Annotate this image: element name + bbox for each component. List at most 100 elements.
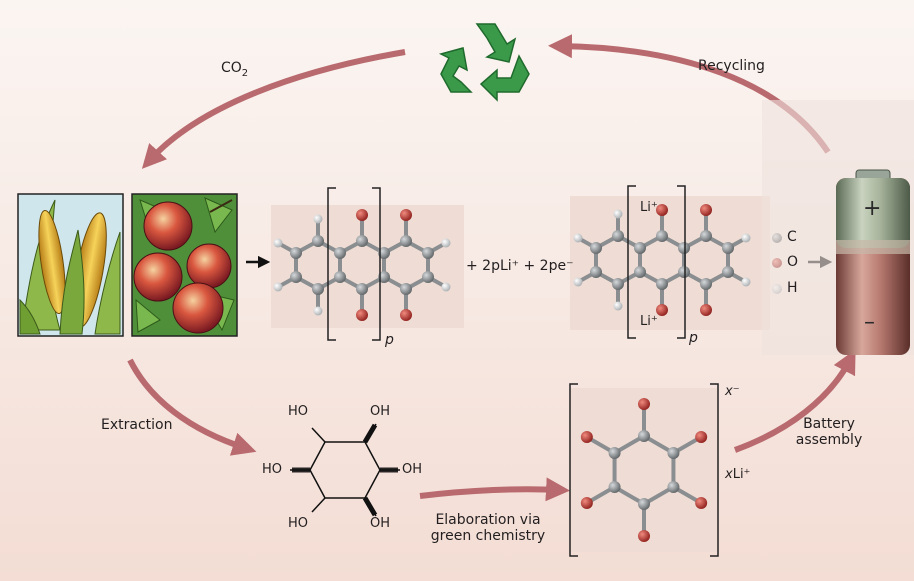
quinone-carbon-atom xyxy=(356,235,368,247)
co2-label: CO2 xyxy=(221,60,248,79)
quinone-oxygen-atom xyxy=(400,309,412,321)
inositol-oh-bottom-right: OH xyxy=(370,516,391,531)
xli-label: xLi⁺ xyxy=(725,467,751,482)
li-bottom-label: Li⁺ xyxy=(640,314,658,329)
elaboration-label: Elaboration via green chemistry xyxy=(423,512,553,544)
bracket-right-3 xyxy=(710,383,719,557)
quinone-carbon-atom xyxy=(378,247,390,259)
bracket-left-3 xyxy=(569,383,578,557)
battery-line-1: Battery xyxy=(803,416,855,432)
apple-image xyxy=(131,193,238,337)
battery-minus: – xyxy=(864,310,875,335)
battery-plus: + xyxy=(863,196,882,221)
oxocarbon-oxygen-atom xyxy=(638,530,650,542)
inositol-oh-top-right: OH xyxy=(370,404,391,419)
extraction-arrow xyxy=(127,358,257,456)
quinone-hydrogen-atom xyxy=(441,282,451,292)
lithiated-carbon-atom xyxy=(590,266,602,278)
lithiated-hydrogen-atom xyxy=(613,301,623,311)
oxocarbon-carbon-atom xyxy=(608,447,621,459)
bracket-right xyxy=(372,187,381,341)
bracket-left xyxy=(327,187,336,341)
lithiated-carbon-atom xyxy=(678,242,690,254)
lithiated-carbon-atom xyxy=(634,242,646,254)
inositol-molecule xyxy=(290,423,400,517)
quinone-carbon-atom xyxy=(422,271,434,283)
quinone-oxygen-atom xyxy=(400,209,412,221)
quinone-carbon-atom xyxy=(378,271,390,283)
inositol-ho-bottom-left: HO xyxy=(288,516,309,531)
charge-x-label: x⁻ xyxy=(725,384,740,399)
extraction-label: Extraction xyxy=(101,417,173,433)
quinone-carbon-atom xyxy=(290,271,302,283)
repeat-p-right: p xyxy=(689,330,698,346)
quinone-hydrogen-atom xyxy=(273,238,283,248)
reaction-label: + 2pLi⁺ + 2pe⁻ xyxy=(466,258,574,274)
oxocarbon-carbon-atom xyxy=(667,447,680,459)
legend-hydrogen: H xyxy=(787,280,798,296)
quinone-hydrogen-atom xyxy=(313,306,323,316)
co2-text: CO xyxy=(221,60,242,76)
corn-image xyxy=(17,193,124,337)
inositol-ho-left: HO xyxy=(262,462,283,477)
lithiated-hydrogen-atom xyxy=(573,277,583,287)
quinone-carbon-atom xyxy=(290,247,302,259)
battery-line-2: assembly xyxy=(795,432,863,448)
inositol-ho-top-left: HO xyxy=(288,404,309,419)
li-top-label: Li⁺ xyxy=(640,200,658,215)
quinone-hydrogen-atom xyxy=(273,282,283,292)
bracket-left-2 xyxy=(627,185,636,339)
lithiated-molecule-panel xyxy=(570,196,770,330)
lithiated-carbon-atom xyxy=(656,230,668,242)
quinone-oxygen-atom xyxy=(356,309,368,321)
lithiated-hydrogen-atom xyxy=(741,233,751,243)
oxocarbon-oxygen-atom xyxy=(695,431,708,443)
quinone-hydrogen-atom xyxy=(441,238,451,248)
elaboration-line-2: green chemistry xyxy=(430,528,546,544)
bracket-right-2 xyxy=(677,185,686,339)
battery-icon xyxy=(762,100,914,355)
oxocarbon-oxygen-atom xyxy=(580,497,593,509)
lithiated-oxygen-atom xyxy=(700,304,712,316)
legend-oxygen: O xyxy=(787,254,799,270)
lithiated-carbon-atom xyxy=(634,266,646,278)
recycle-icon xyxy=(438,23,530,102)
oxocarbon-oxygen-atom xyxy=(695,497,708,509)
lithiated-carbon-atom xyxy=(590,242,602,254)
oxocarbon-molecule xyxy=(580,398,708,542)
assembly-arrow xyxy=(733,349,856,453)
quinone-oxygen-atom xyxy=(356,209,368,221)
lithiated-carbon-atom xyxy=(656,278,668,290)
oxocarbon-carbon-atom xyxy=(638,498,650,510)
quinone-carbon-atom xyxy=(400,235,412,247)
quinone-hydrogen-atom xyxy=(313,214,323,224)
lithiated-carbon-atom xyxy=(700,230,712,242)
lithiated-carbon-atom xyxy=(700,278,712,290)
recycling-label: Recycling xyxy=(698,58,765,74)
lithiated-carbon-atom xyxy=(722,266,734,278)
inositol-oh-right: OH xyxy=(402,462,423,477)
oxocarbon-oxygen-atom xyxy=(638,398,650,410)
lithiated-carbon-atom xyxy=(612,278,624,290)
co2-subscript: 2 xyxy=(241,67,249,79)
lithiated-carbon-atom xyxy=(722,242,734,254)
oxocarbon-carbon-atom xyxy=(608,481,621,493)
quinone-carbon-atom xyxy=(312,235,324,247)
co2-arrow xyxy=(141,49,406,169)
legend-carbon: C xyxy=(787,229,797,245)
oxocarbon-carbon-atom xyxy=(667,481,680,493)
lithiated-carbon-atom xyxy=(678,266,690,278)
lithiated-oxygen-atom xyxy=(656,204,668,216)
repeat-p-left: p xyxy=(385,332,394,348)
quinone-molecule-panel xyxy=(271,205,464,328)
quinone-carbon-atom xyxy=(400,283,412,295)
lithiated-carbon-atom xyxy=(612,230,624,242)
quinone-carbon-atom xyxy=(356,283,368,295)
quinone-carbon-atom xyxy=(312,283,324,295)
quinone-carbon-atom xyxy=(334,271,346,283)
battery-assembly-label: Battery assembly xyxy=(784,416,874,448)
elaboration-arrow xyxy=(419,477,570,502)
xli-text: Li⁺ xyxy=(732,467,751,482)
